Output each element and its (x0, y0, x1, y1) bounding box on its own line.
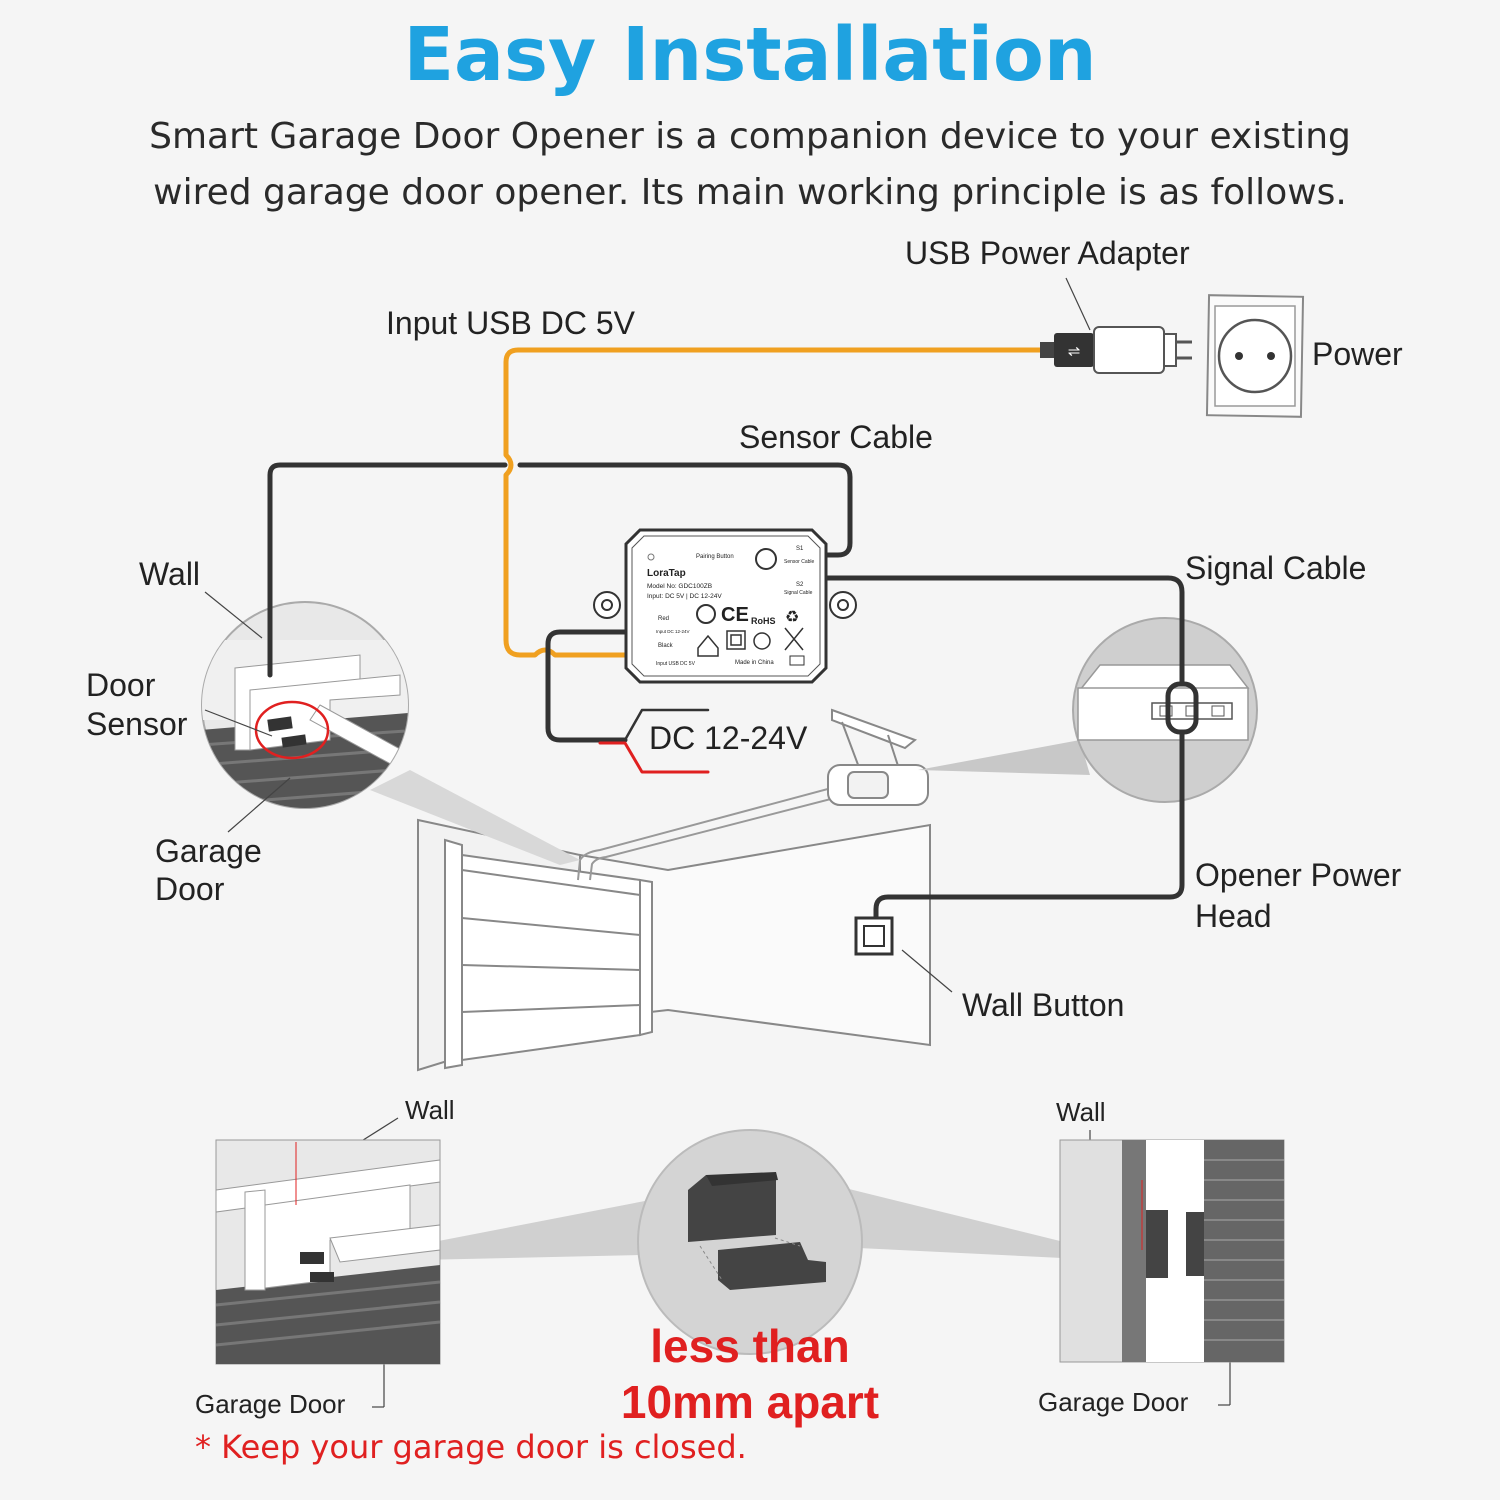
garage-door-label-bottom-right: Garage Door (1038, 1387, 1189, 1417)
device-signal-cable: Signal Cable (784, 590, 813, 596)
closed-door-note: * Keep your garage door is closed. (195, 1428, 747, 1466)
device-input-dc: Input DC 12-24V (656, 629, 690, 634)
cables (267, 347, 1199, 925)
device-sensor-cable: Sensor Cable (784, 559, 815, 565)
bottom-right-door-closeup (1059, 1139, 1285, 1363)
leader-lines (204, 277, 1231, 1408)
input-usb-label: Input USB DC 5V (386, 305, 635, 341)
door-sensor-label-1: Door (86, 667, 156, 703)
opener-label-1: Opener Power (1195, 857, 1402, 893)
garage-controller-device: LoraTap Pairing Button Model No: GDC100Z… (593, 528, 857, 684)
door-sensor-label-2: Sensor (86, 706, 188, 742)
garage-door-label-bottom-left: Garage Door (195, 1389, 346, 1419)
device-rohs: RoHS (751, 616, 776, 626)
svg-text:♻: ♻ (785, 609, 799, 626)
device-black: Black (658, 643, 674, 649)
sensor-cable-label: Sensor Cable (739, 419, 933, 455)
distance-line-2: 10mm apart (620, 1376, 880, 1429)
page-title: Easy Installation (403, 12, 1097, 98)
svg-text:CE: CE (721, 604, 749, 626)
device-input: Input: DC 5V | DC 12-24V (647, 593, 722, 600)
wall-label-bottom-left: Wall (405, 1095, 455, 1125)
signal-cable-label: Signal Cable (1185, 550, 1367, 586)
garage-room-illustration (417, 708, 931, 1072)
power-outlet (1205, 294, 1305, 418)
device-red: Red (658, 616, 669, 622)
subtitle-line-1: Smart Garage Door Opener is a companion … (149, 116, 1351, 157)
usb-adapter-label: USB Power Adapter (905, 235, 1190, 271)
subtitle-line-2: wired garage door opener. Its main worki… (153, 172, 1347, 213)
svg-text:⇌: ⇌ (1068, 343, 1081, 360)
wall-label-bottom-right: Wall (1056, 1097, 1106, 1127)
garage-door-label-2: Door (155, 871, 225, 907)
device-made-in: Made in China (735, 660, 774, 666)
device-brand: LoraTap (647, 568, 686, 579)
opener-zoom-circle (1072, 617, 1258, 803)
dc-voltage-label: DC 12-24V (649, 720, 808, 756)
opener-label-2: Head (1195, 898, 1272, 934)
wall-button-label: Wall Button (962, 987, 1125, 1023)
garage-door-label-1: Garage (155, 833, 262, 869)
device-s1: S1 (796, 546, 804, 552)
device-input-usb: Input USB DC 5V (656, 661, 696, 667)
magnet-zoom-circle (637, 1129, 863, 1355)
distance-note: less than 10mm apart (560, 1318, 940, 1430)
distance-line-1: less than (650, 1320, 850, 1372)
device-pairing-label: Pairing Button (696, 554, 734, 560)
bottom-left-door-closeup (215, 1139, 441, 1365)
usb-power-adapter: ⇌ (1040, 326, 1192, 374)
device-s2: S2 (796, 582, 804, 588)
device-model: Model No: GDC100ZB (647, 583, 712, 590)
power-label: Power (1312, 336, 1403, 372)
wall-button (854, 916, 894, 956)
wall-label: Wall (139, 556, 201, 592)
